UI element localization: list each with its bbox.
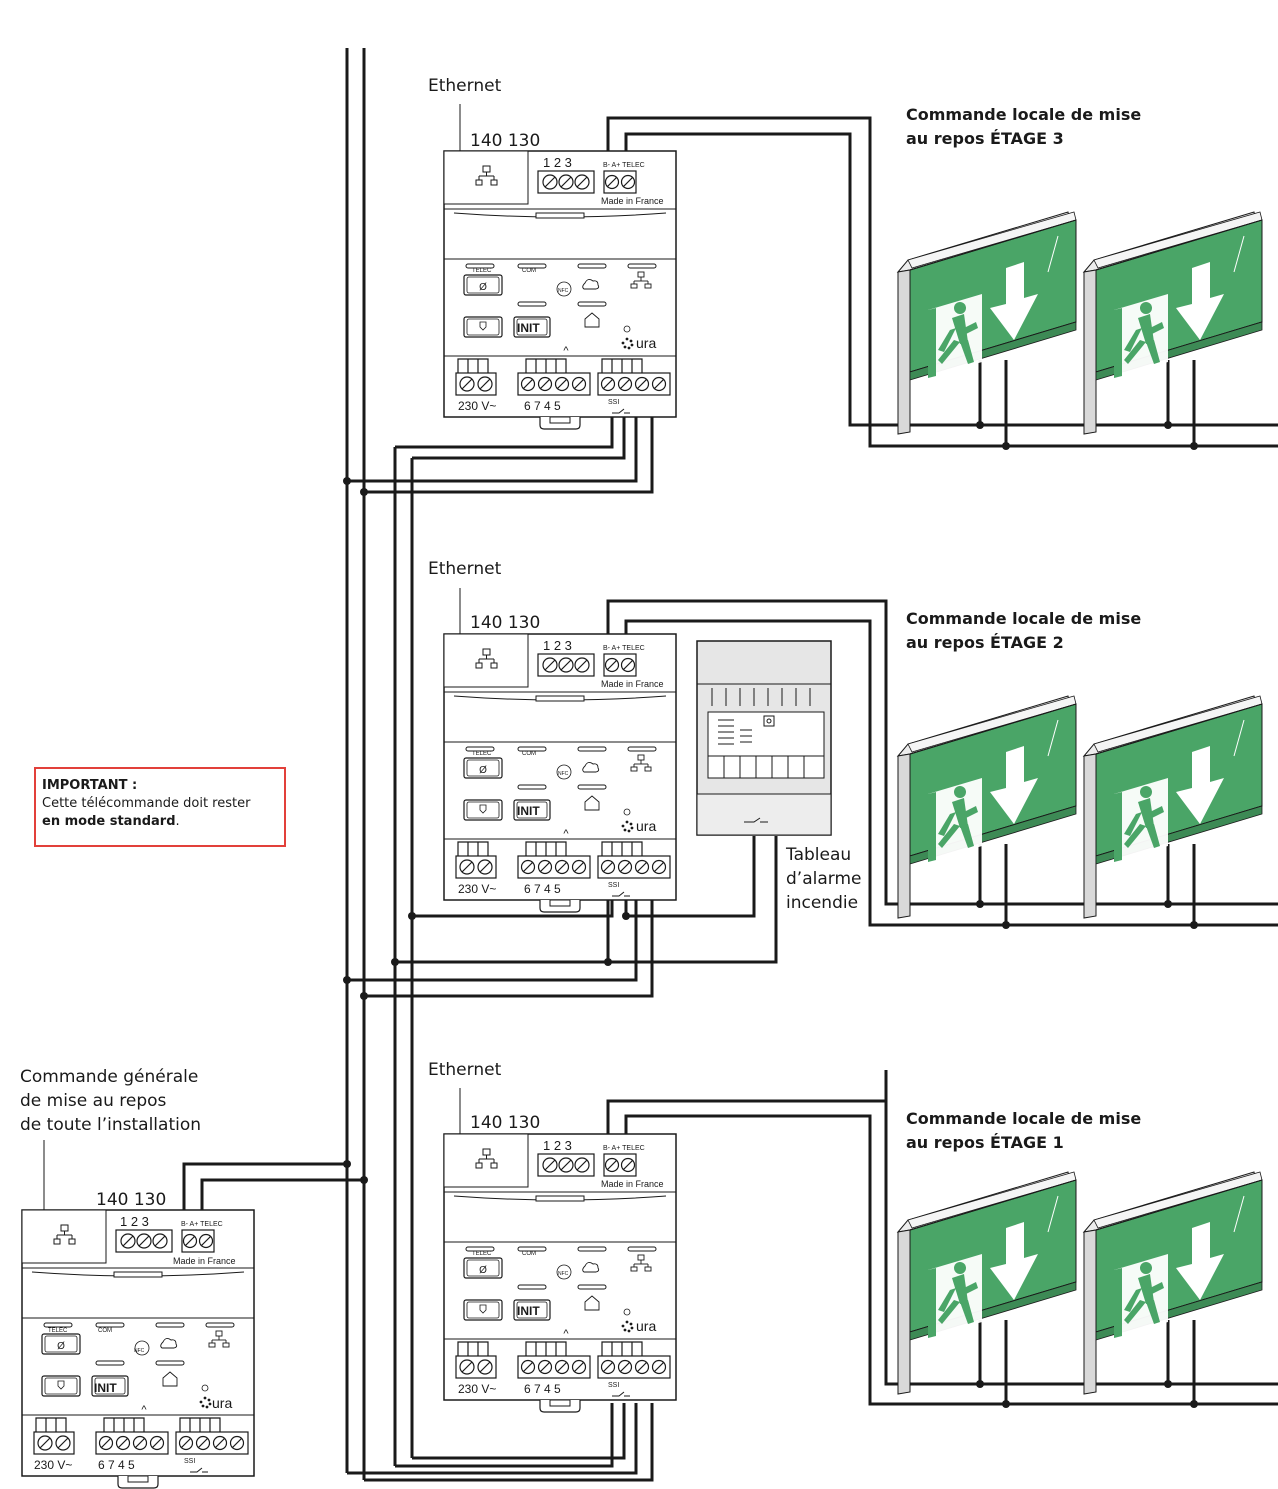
- important-text: Cette télécommande doit rester: [42, 796, 251, 811]
- floor1-title-line2: au repos ÉTAGE 1: [906, 1133, 1064, 1152]
- brand: ura: [636, 335, 656, 351]
- terminals-bottom: 6 7 4 5: [524, 399, 561, 413]
- led-com: COM: [522, 751, 536, 757]
- telec-bus: B- A+ TELEC: [603, 1145, 645, 1152]
- nfc: NFC: [558, 288, 569, 294]
- made-in: Made in France: [601, 1179, 664, 1189]
- floor3-wiring: [347, 116, 1278, 494]
- made-in: Made in France: [601, 679, 664, 689]
- terminals-bottom: 6 7 4 5: [524, 1382, 561, 1396]
- important-emphasis-line: en mode standard.: [42, 813, 284, 831]
- telec-bus: B- A+ TELEC: [181, 1221, 223, 1228]
- fire-line3: incendie: [786, 893, 858, 913]
- floor2-wiring: [347, 599, 1278, 998]
- fire-line2: d’alarme: [786, 869, 861, 889]
- general-wiring: [182, 1162, 364, 1212]
- btn-telec: TELEC: [472, 751, 492, 757]
- exit-sign-f2-b: [1083, 695, 1263, 919]
- exit-sign-f2-a: [897, 695, 1077, 919]
- made-in: Made in France: [601, 196, 664, 206]
- btn-telec: TELEC: [472, 1251, 492, 1257]
- important-notice: IMPORTANT : Cette télécommande doit rest…: [34, 767, 286, 847]
- nfc: NFC: [558, 771, 569, 777]
- ref-label: 140 130: [96, 1190, 166, 1210]
- telec-bus: B- A+ TELEC: [603, 162, 645, 169]
- btn-init: INIT: [517, 804, 540, 818]
- ref-label: 140 130: [470, 131, 540, 151]
- fire-panel-caption: Tableau d’alarme incendie: [785, 845, 861, 913]
- floor1-wiring: [347, 1070, 1278, 1482]
- exit-sign-f3-b: [1083, 211, 1263, 435]
- terminals-top: 1 2 3: [543, 155, 572, 170]
- floor3-title-line1: Commande locale de mise: [906, 105, 1141, 124]
- general-caption: Commande générale de mise au repos de to…: [20, 1067, 201, 1135]
- ssi: SSI: [608, 882, 619, 889]
- labels-general: 140 130 1 2 3 B- A+ TELEC Made in France…: [34, 1190, 236, 1472]
- floor-titles: Commande locale de mise au repos ÉTAGE 3…: [906, 105, 1141, 1152]
- general-line1: Commande générale: [20, 1067, 198, 1087]
- fire-line1: Tableau: [785, 845, 851, 865]
- ethernet-label: Ethernet: [428, 76, 502, 96]
- btn-telec: TELEC: [472, 268, 492, 274]
- floor2-title-line1: Commande locale de mise: [906, 609, 1141, 628]
- made-in: Made in France: [173, 1256, 236, 1266]
- power: 230 V~: [458, 399, 496, 413]
- telec-bus: B- A+ TELEC: [603, 645, 645, 652]
- floor1-title-line1: Commande locale de mise: [906, 1109, 1141, 1128]
- ref-label: 140 130: [470, 1113, 540, 1133]
- btn-init: INIT: [517, 1304, 540, 1318]
- power: 230 V~: [458, 1382, 496, 1396]
- terminals-top: 1 2 3: [543, 638, 572, 653]
- exit-sign-f1-a: [897, 1171, 1077, 1395]
- led-com: COM: [522, 1251, 536, 1257]
- important-title: IMPORTANT :: [42, 778, 138, 793]
- general-line3: de toute l’installation: [20, 1115, 201, 1135]
- labels-floor2: Ethernet 140 130 1 2 3 B- A+ TELEC Made …: [428, 559, 664, 896]
- labels-floor3: Ethernet 140 130 1 2 3 B- A+ TELEC Made …: [428, 76, 664, 413]
- nfc: NFC: [558, 1271, 569, 1277]
- btn-init: INIT: [94, 1381, 117, 1395]
- general-line2: de mise au repos: [20, 1091, 167, 1111]
- brand: ura: [636, 1318, 656, 1334]
- ref-label: 140 130: [470, 613, 540, 633]
- power: 230 V~: [458, 882, 496, 896]
- floor2-title-line2: au repos ÉTAGE 2: [906, 633, 1064, 652]
- brand: ura: [636, 818, 656, 834]
- brand: ura: [212, 1395, 232, 1411]
- terminals-bottom: 6 7 4 5: [524, 882, 561, 896]
- ssi: SSI: [608, 399, 619, 406]
- ssi: SSI: [608, 1382, 619, 1389]
- ethernet-label: Ethernet: [428, 1060, 502, 1080]
- nfc: NFC: [134, 1348, 145, 1354]
- main-bus: [345, 48, 414, 1480]
- ethernet-label: Ethernet: [428, 559, 502, 579]
- exit-sign-f1-b: [1083, 1171, 1263, 1395]
- important-emphasis: en mode standard: [42, 814, 176, 829]
- terminals-top: 1 2 3: [543, 1138, 572, 1153]
- power: 230 V~: [34, 1458, 72, 1472]
- labels-floor1: Ethernet 140 130 1 2 3 B- A+ TELEC Made …: [428, 1060, 664, 1396]
- important-suffix: .: [175, 814, 180, 829]
- exit-sign-f3-a: [897, 211, 1077, 435]
- ssi: SSI: [184, 1458, 195, 1465]
- btn-telec: TELEC: [48, 1328, 68, 1334]
- fire-alarm-panel: [696, 640, 832, 836]
- floor3-title-line2: au repos ÉTAGE 3: [906, 129, 1064, 148]
- led-com: COM: [522, 268, 536, 274]
- terminals-bottom: 6 7 4 5: [98, 1458, 135, 1472]
- terminals-top: 1 2 3: [120, 1214, 149, 1229]
- btn-init: INIT: [517, 321, 540, 335]
- led-com: COM: [98, 1328, 112, 1334]
